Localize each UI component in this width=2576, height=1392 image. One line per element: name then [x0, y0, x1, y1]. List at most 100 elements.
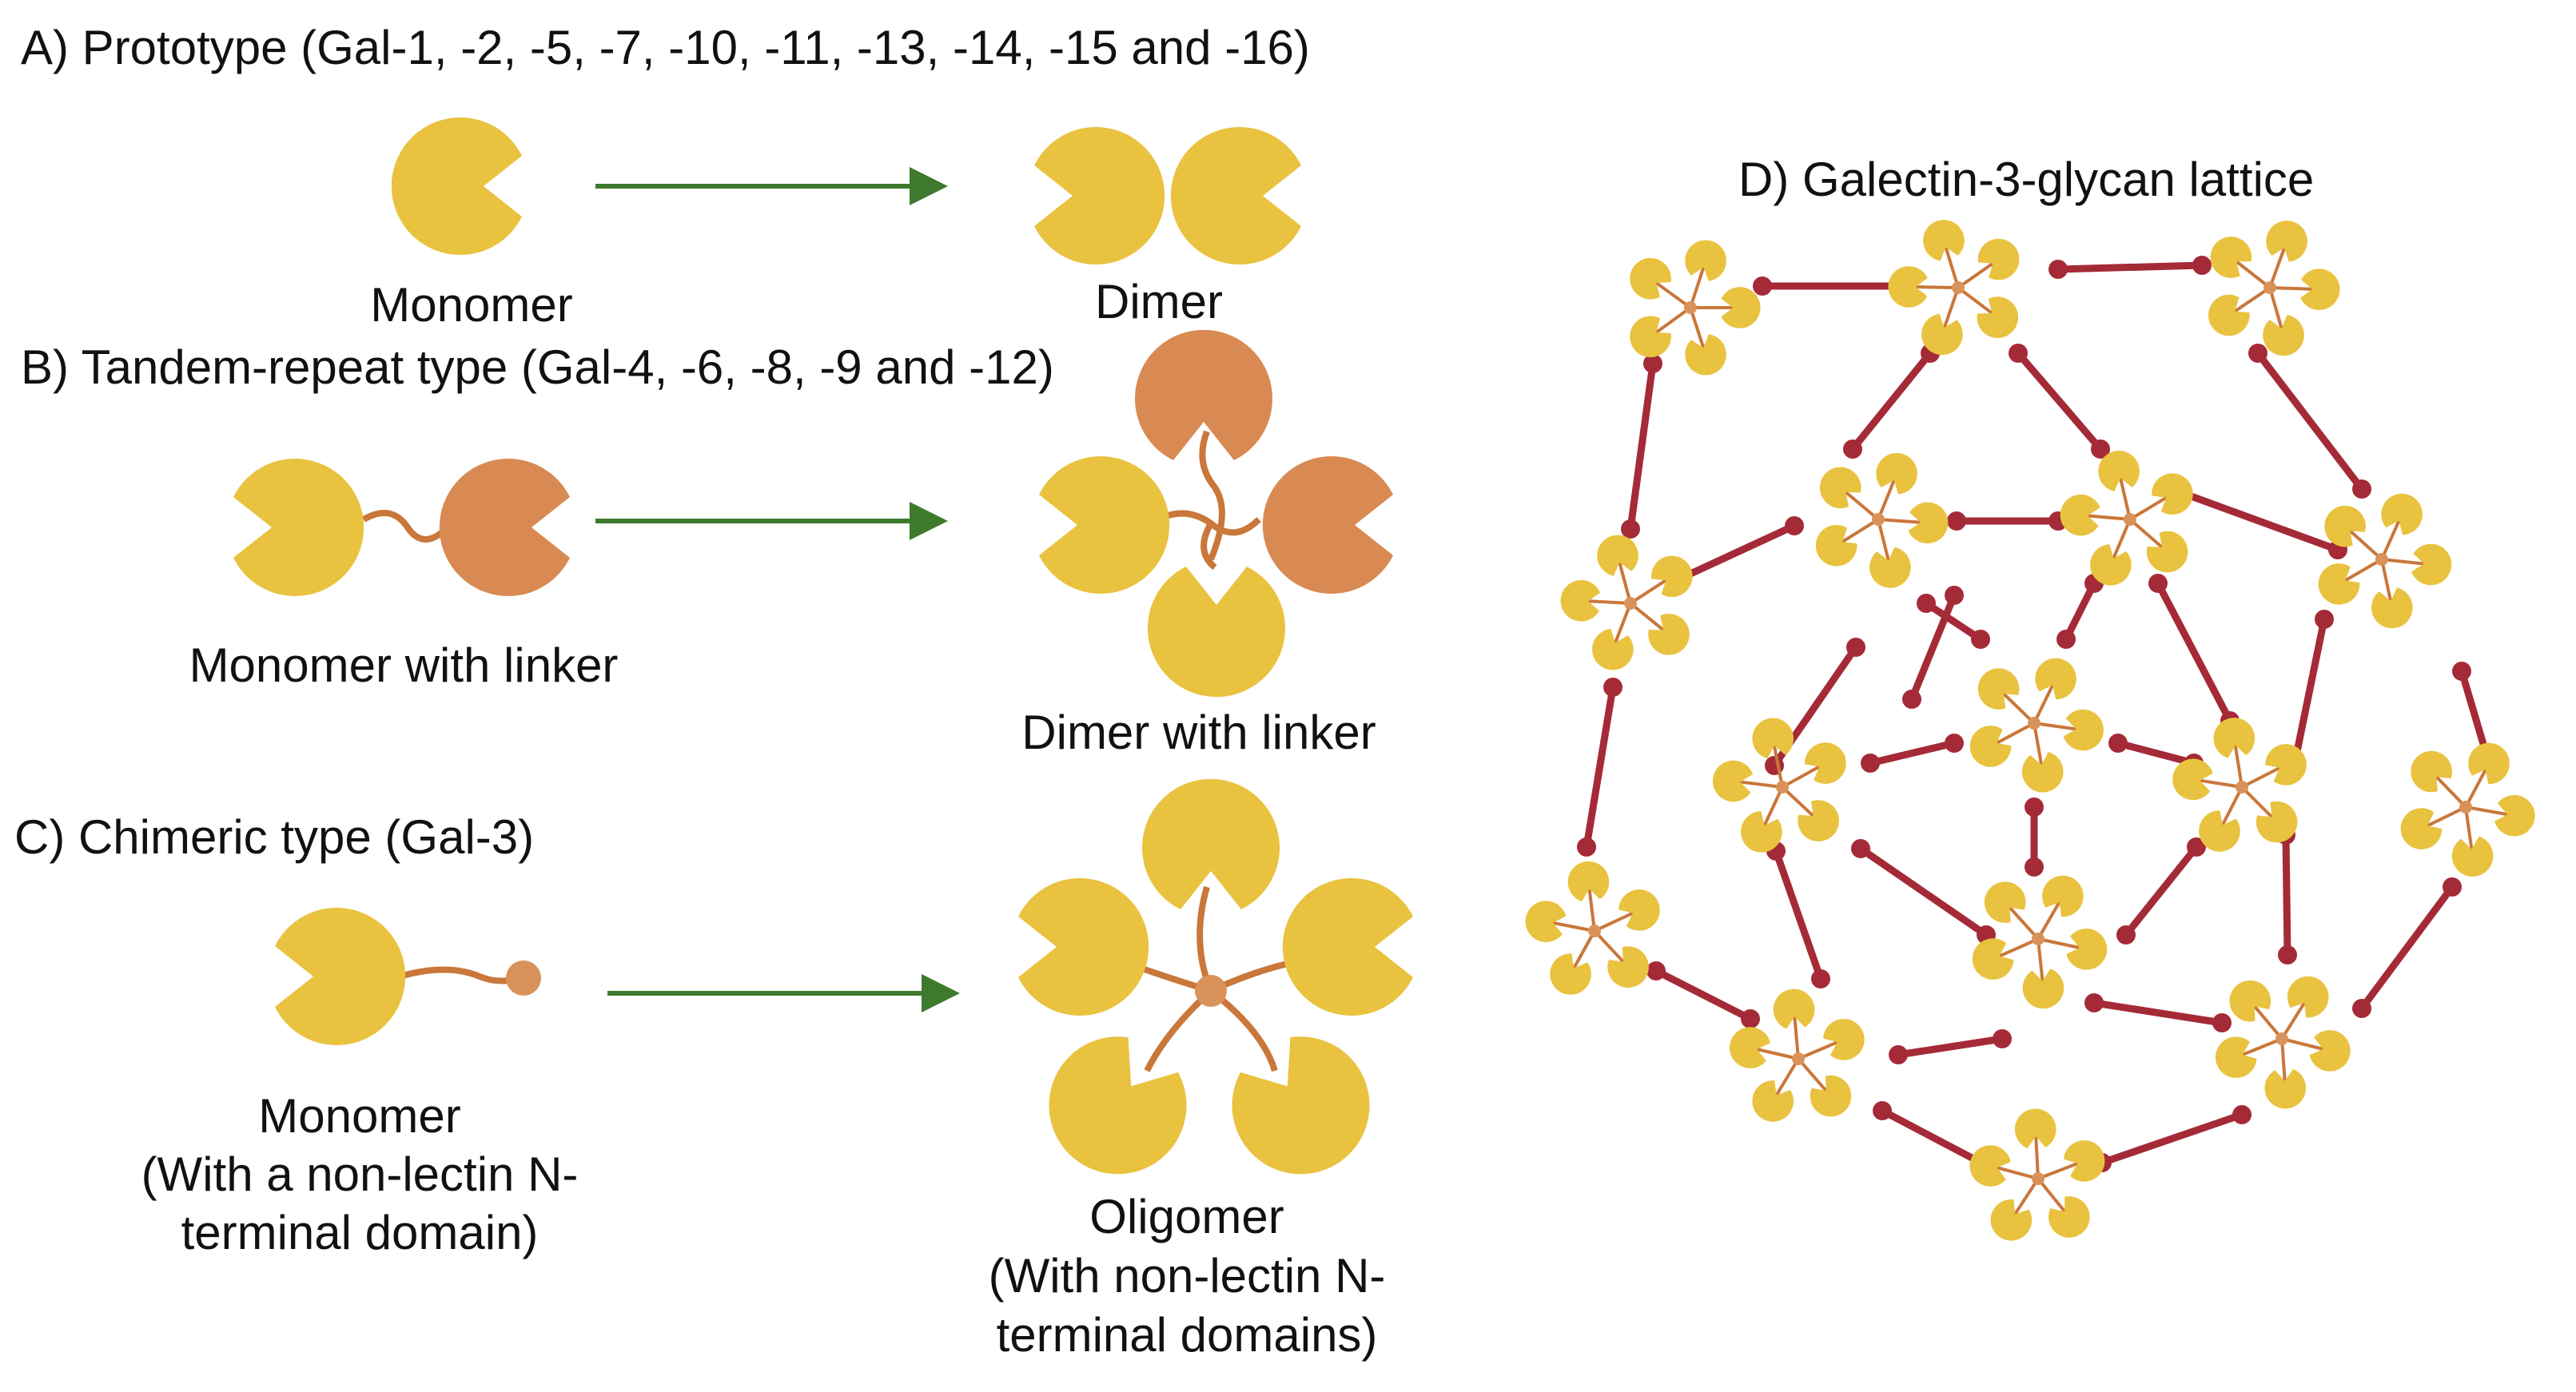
n-terminal-arm — [1877, 518, 1928, 525]
glycan-bond-end — [2187, 837, 2206, 857]
n-terminal-arm — [2037, 1159, 2085, 1180]
glycan-bond-end — [2009, 344, 2028, 363]
n-terminal-arm — [2192, 778, 2243, 789]
n-terminal-arm — [2464, 762, 2490, 808]
n-terminal-arm — [1957, 257, 2000, 289]
n-terminal-hub — [1624, 597, 1637, 610]
n-terminal-arm — [1593, 929, 1630, 968]
n-terminal-arm — [2232, 738, 2244, 788]
crd-pacman-shape — [1810, 1075, 1852, 1117]
glycan-bond — [2358, 883, 2456, 1012]
crd-pacman-shape — [1721, 287, 1761, 328]
n-terminal-arm — [2464, 806, 2474, 857]
crd-pacman-shape — [2324, 505, 2366, 547]
prototype-monomer-icon — [391, 117, 522, 256]
glycan-bond — [2014, 349, 2104, 453]
glycan-bond-end — [2232, 1105, 2252, 1124]
crd-pacman-shape — [1819, 467, 1861, 509]
galectin-3-pentamer — [1560, 535, 1693, 670]
n-terminal-arm — [1629, 602, 1670, 636]
n-terminal-arm — [1689, 307, 1708, 356]
n-terminal-arm — [1750, 1046, 1799, 1060]
n-terminal-hub — [2032, 933, 2044, 945]
n-terminal-hub — [1792, 1052, 1805, 1065]
crd-pacman-shape — [2098, 451, 2140, 491]
n-terminal-arm — [2218, 786, 2244, 833]
crd-pacman-shape — [2042, 875, 2084, 917]
n-terminal-hub — [1872, 513, 1885, 526]
glycan-bond — [2114, 739, 2198, 767]
crd-pacman-shape — [1630, 257, 1671, 300]
n-terminal-domain — [506, 960, 541, 996]
oligomer-caption-line-1: Oligomer — [1089, 1190, 1284, 1243]
glycan-bond — [2054, 261, 2206, 273]
n-terminal-hub — [2459, 801, 2472, 813]
n-terminal-arm — [2430, 770, 2467, 809]
crd-pacman-shape — [2381, 493, 2423, 535]
glycan-bond-end — [2278, 945, 2297, 964]
crd-pacman-shape — [1049, 1036, 1187, 1175]
crd-pacman-shape — [2265, 744, 2307, 785]
glycan-bond — [1772, 847, 1825, 983]
glycan-bond — [2174, 487, 2342, 554]
glycan-bond-end — [1945, 734, 1964, 753]
crd-pacman-shape — [2063, 709, 2104, 751]
n-terminal-arm — [1649, 276, 1692, 309]
crd-pacman-shape — [2263, 314, 2304, 356]
n-terminal-arm — [2037, 1177, 2071, 1219]
crd-pacman-shape — [1921, 313, 1963, 356]
crd-pacman-shape — [2468, 742, 2510, 785]
glycan-bond — [1583, 683, 1617, 851]
glycan-bond — [1908, 591, 1958, 703]
crd-pacman-shape — [439, 459, 570, 596]
crd-pacman-shape — [2048, 1196, 2090, 1238]
crd-pacman-shape — [2264, 1068, 2307, 1109]
n-terminal-arm — [2128, 492, 2174, 521]
crd-pacman-shape — [233, 459, 364, 596]
galectin-3-pentamer — [2208, 221, 2340, 356]
crd-pacman-shape — [2451, 836, 2494, 877]
n-terminal-arm — [2009, 1177, 2040, 1222]
glycan-bond — [2122, 843, 2200, 939]
glycan-bond-end — [1811, 969, 1830, 988]
crd-pacman-shape — [2090, 544, 2132, 586]
section-b-heading: B) Tandem-repeat type (Gal-4, -6, -8, -9… — [21, 340, 1054, 394]
glycan-bond-end — [2352, 999, 2371, 1018]
crd-pacman-shape — [1142, 778, 1280, 909]
n-terminal-arm — [1940, 287, 1960, 336]
chimeric-monomer-caption-line-3: terminal domain) — [181, 1206, 539, 1259]
n-terminal-arm — [2338, 558, 2383, 586]
n-terminal-arm — [1957, 286, 1999, 319]
n-terminal-arm — [2281, 1037, 2331, 1052]
crd-pacman-shape — [2172, 758, 2213, 801]
glycan-bond-end — [1851, 839, 1870, 858]
crd-pacman-shape — [1560, 579, 1601, 622]
n-terminal-arm — [2420, 805, 2467, 830]
glycan-bond — [1626, 360, 1657, 533]
monomer-with-linker-caption: Monomer with linker — [189, 638, 619, 692]
glycan-bond — [1849, 349, 1934, 453]
crd-pacman-shape — [1607, 946, 1649, 988]
tandem-dimer-icon — [1039, 329, 1393, 698]
glycan-bond-end — [1603, 678, 1622, 697]
lattice-nodes — [1525, 220, 2535, 1241]
n-terminal-arm — [1835, 518, 1880, 547]
n-terminal-arm — [2117, 471, 2132, 520]
n-terminal-arm — [1733, 779, 1783, 789]
crd-pacman-shape — [1752, 718, 1794, 759]
n-terminal-arm — [1771, 738, 1784, 788]
crd-pacman-shape — [1685, 334, 1726, 376]
n-terminal-arm — [1569, 930, 1596, 976]
chimeric-oligomer-icon — [1018, 778, 1413, 1175]
n-terminal-tail — [398, 966, 521, 984]
glycan-bond-end — [1785, 516, 1804, 535]
crd-pacman-shape — [1969, 1145, 2011, 1187]
crd-pacman-shape — [1990, 1199, 2033, 1241]
crd-pacman-shape — [1618, 889, 1660, 931]
crd-pacman-shape — [1805, 742, 1846, 784]
glycan-bond-end — [1846, 638, 1865, 657]
crd-pacman-shape — [1262, 456, 1393, 594]
dimer-with-linker-caption: Dimer with linker — [1021, 706, 1376, 759]
n-terminal-arm — [2108, 519, 2132, 566]
n-terminal-arm — [2033, 722, 2044, 773]
